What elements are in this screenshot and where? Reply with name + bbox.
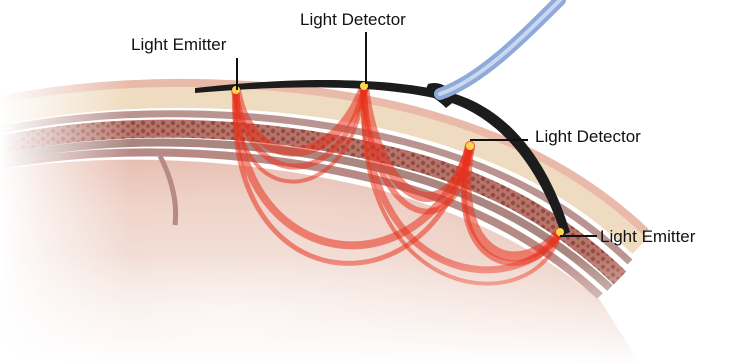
label-light-detector-top: Light Detector — [300, 10, 406, 30]
label-light-emitter-top: Light Emitter — [131, 35, 226, 55]
label-light-emitter-right: Light Emitter — [600, 227, 695, 247]
label-light-detector-right: Light Detector — [535, 127, 641, 147]
